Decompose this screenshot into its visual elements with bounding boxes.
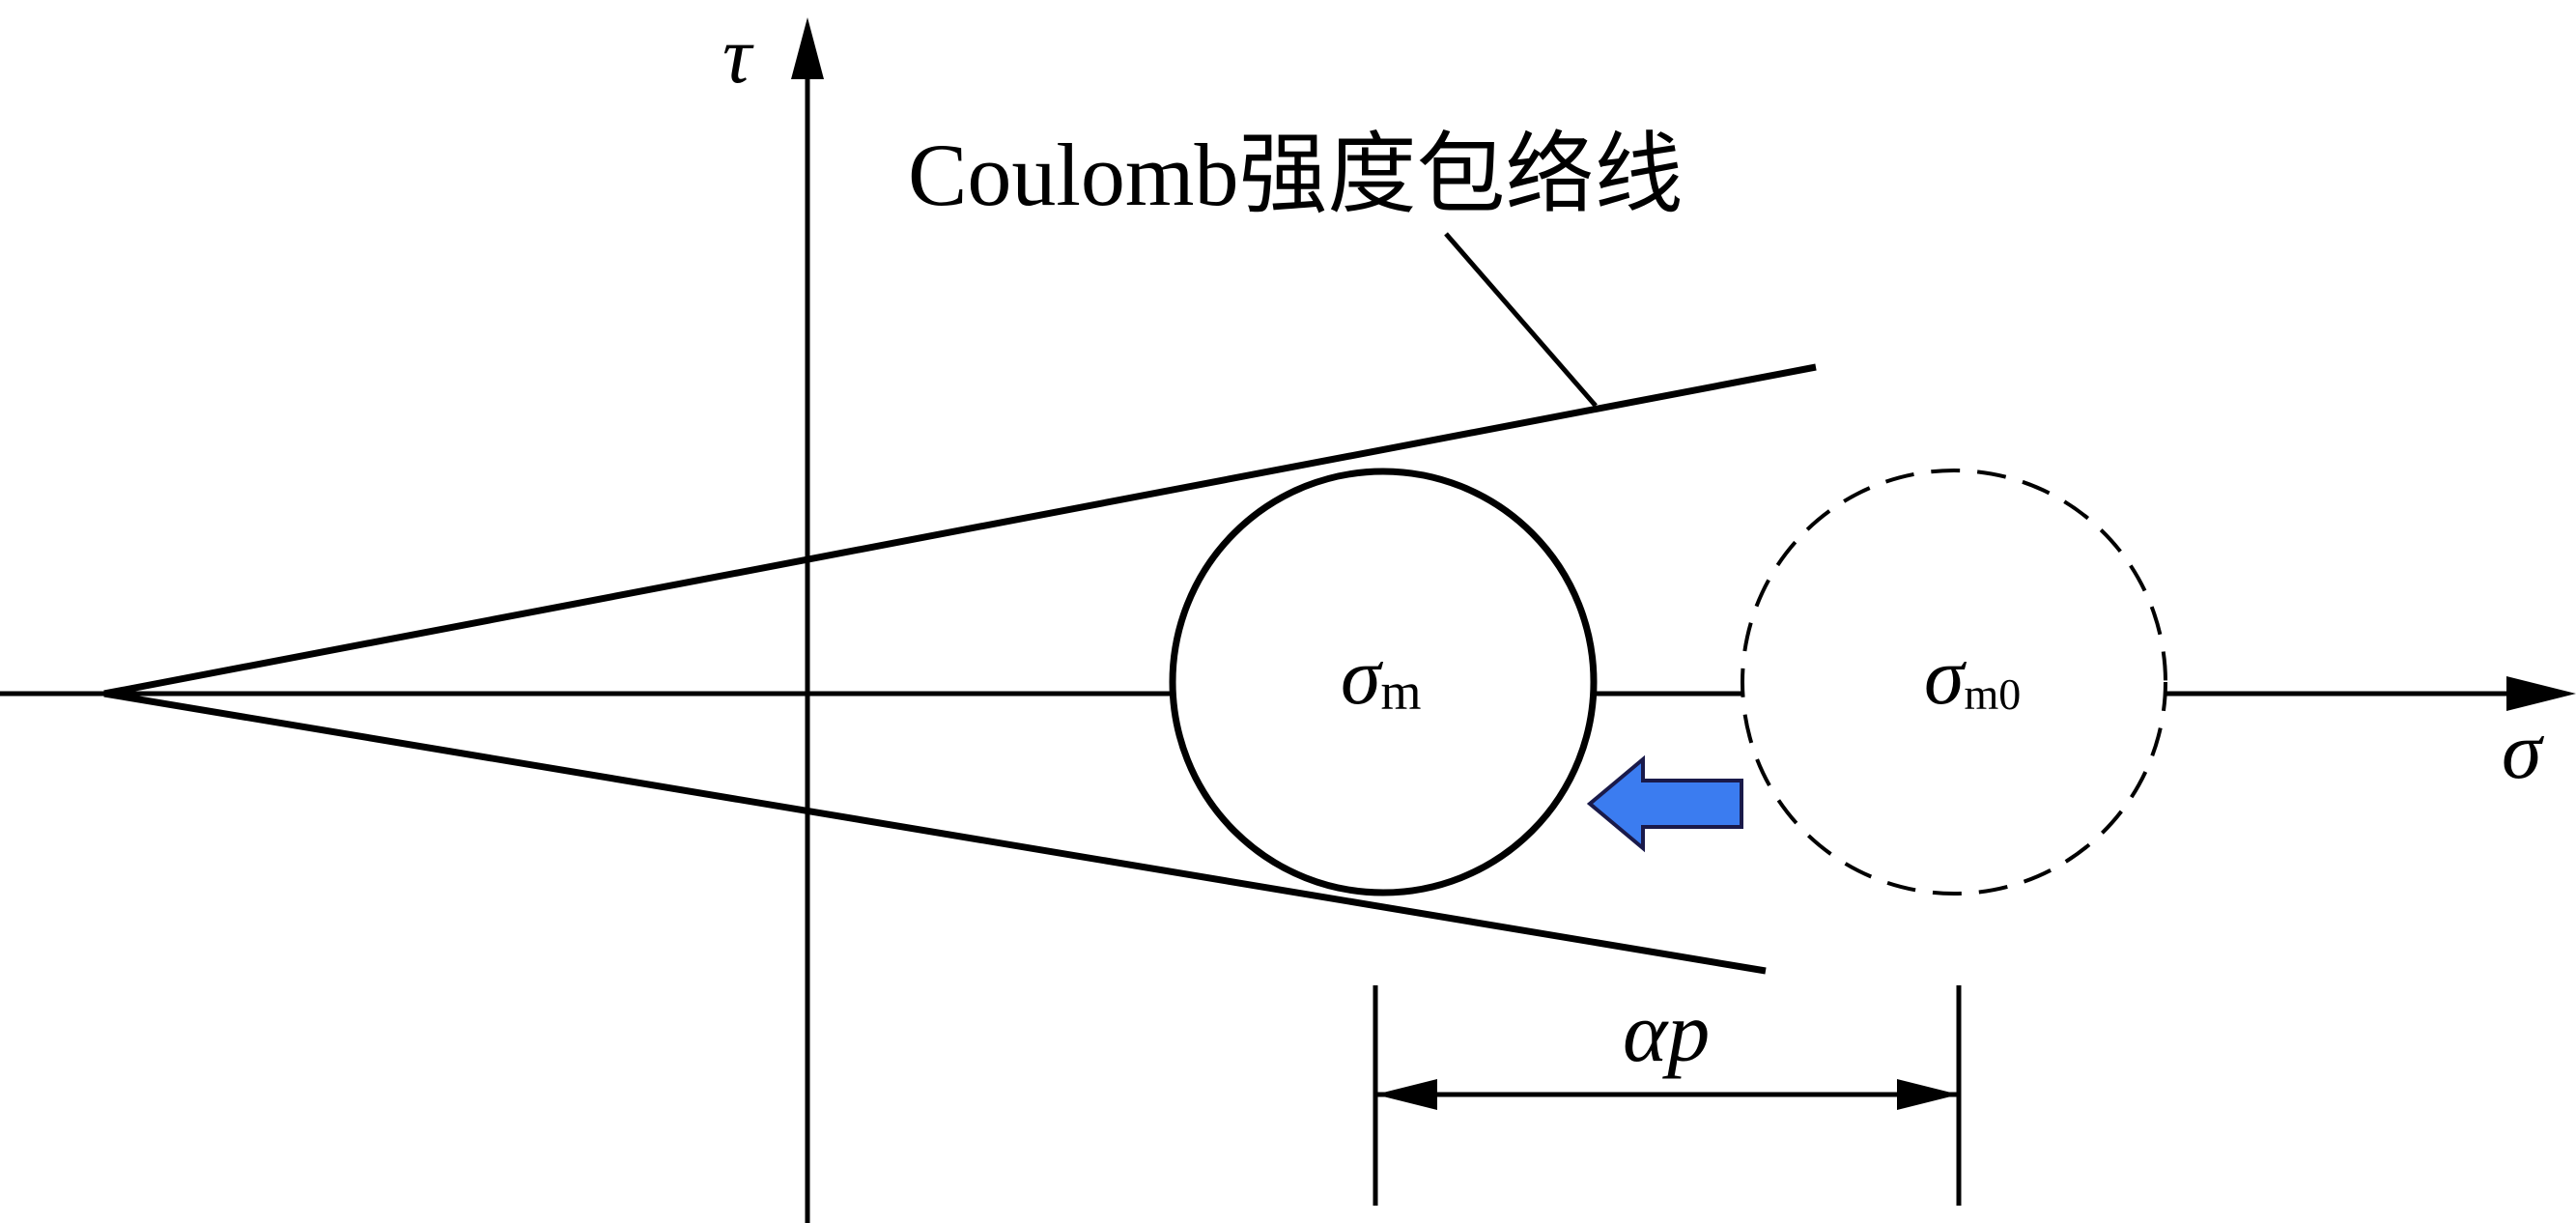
sigma-axis-arrowhead bbox=[2506, 676, 2576, 711]
circle-label-current-subscript: m bbox=[1380, 663, 1421, 721]
envelope-upper-line bbox=[103, 363, 1817, 697]
dimension-arrowhead-left bbox=[1375, 1079, 1437, 1110]
coulomb-envelope bbox=[103, 232, 1817, 975]
dimension-arrowhead-right bbox=[1897, 1079, 1959, 1110]
tau-axis-label: τ bbox=[722, 11, 754, 100]
shift-dimension bbox=[1373, 985, 1962, 1206]
circle-label-current-symbol: σ bbox=[1341, 632, 1384, 722]
circle-label-current: σm bbox=[1341, 632, 1421, 722]
mohr-circle-initial bbox=[1741, 469, 2167, 896]
shift-arrow-icon bbox=[1586, 754, 1743, 853]
shift-label: αp bbox=[1623, 986, 1710, 1080]
circle-label-initial: σm0 bbox=[1924, 632, 2021, 722]
tau-axis-arrowhead bbox=[791, 17, 824, 79]
mohr-circle-current bbox=[1169, 468, 1598, 896]
sigma-axis-label: σ bbox=[2502, 706, 2545, 796]
envelope-lower-line bbox=[103, 690, 1767, 975]
envelope-label: Coulomb强度包络线 bbox=[908, 126, 1684, 224]
tau-axis bbox=[791, 17, 824, 1223]
circle-label-initial-symbol: σ bbox=[1924, 632, 1967, 722]
sigma-axis bbox=[0, 676, 2576, 711]
circle-label-initial-subscript: m0 bbox=[1964, 669, 2021, 719]
envelope-label-leader bbox=[1444, 232, 1598, 408]
